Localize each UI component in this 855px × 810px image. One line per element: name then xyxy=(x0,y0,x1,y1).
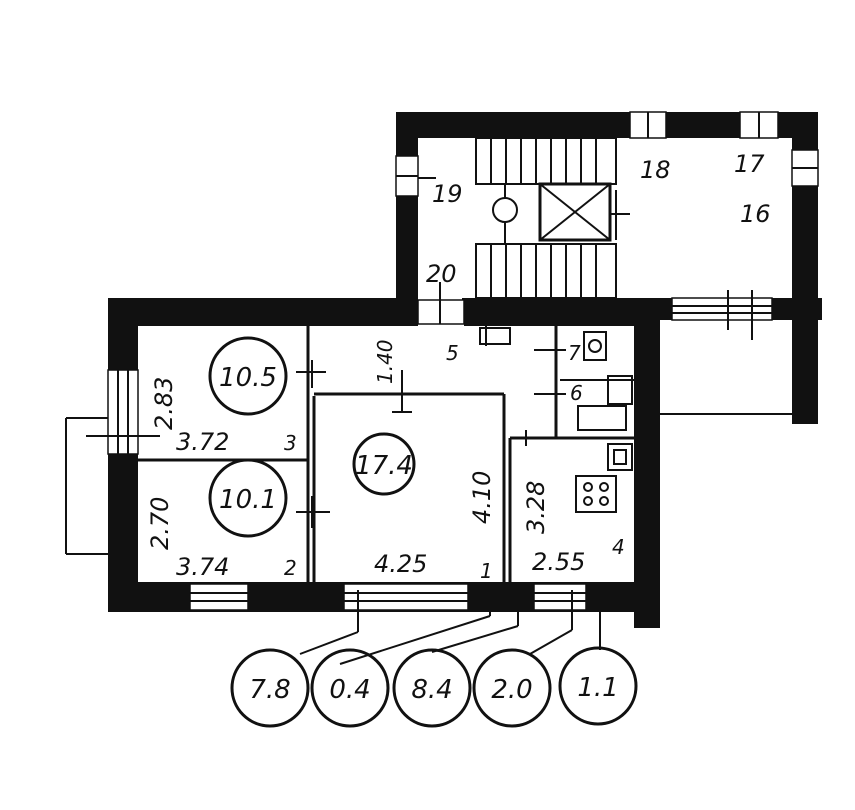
dim-left-bottom-height: 2.70 xyxy=(146,497,174,550)
dim-kitchen-width: 2.55 xyxy=(532,548,585,576)
dim-left-top-width: 3.72 xyxy=(176,428,229,456)
bottom-circle-1: 7.8 xyxy=(230,648,310,728)
bottom-window-2 xyxy=(343,583,469,611)
svg-text:10.5: 10.5 xyxy=(219,363,277,393)
dim-corridor-width: 1.40 xyxy=(373,339,397,384)
dim-center-width: 4.25 xyxy=(374,550,427,578)
stove-fixture xyxy=(575,475,617,513)
label-16: 16 xyxy=(740,200,771,228)
label-5: 5 xyxy=(446,341,459,365)
svg-text:7.8: 7.8 xyxy=(249,675,290,705)
label-2: 2 xyxy=(284,556,297,580)
dim-left-top-height: 2.83 xyxy=(150,377,178,430)
svg-text:1.1: 1.1 xyxy=(577,673,618,703)
label-20: 20 xyxy=(426,260,457,288)
dim-left-bottom-width: 3.74 xyxy=(176,553,229,581)
room-area-10-5: 10.5 xyxy=(208,336,288,416)
label-6: 6 xyxy=(570,381,583,405)
stair-wall-left xyxy=(396,112,418,302)
label-17: 17 xyxy=(734,150,765,178)
room-area-10-1: 10.1 xyxy=(208,458,288,538)
svg-text:0.4: 0.4 xyxy=(329,675,370,705)
svg-text:2.0: 2.0 xyxy=(491,675,532,705)
svg-text:8.4: 8.4 xyxy=(411,675,452,705)
bottom-window-3 xyxy=(533,583,587,611)
apt-wall-top-left xyxy=(108,298,418,326)
stair-flight-upper xyxy=(475,137,617,185)
apt-wall-left xyxy=(108,298,138,612)
label-19: 19 xyxy=(432,180,463,208)
stair-well-circle xyxy=(492,197,518,223)
svg-text:10.1: 10.1 xyxy=(219,485,277,515)
bath-fixture xyxy=(577,375,633,431)
apt-wall-right xyxy=(634,298,660,628)
entry-meter xyxy=(479,326,511,346)
stair-flight-lower xyxy=(475,243,617,299)
apt-wall-top-right xyxy=(464,298,660,326)
leader-lines xyxy=(299,590,601,665)
elevator-shaft xyxy=(538,182,630,242)
dim-kitchen-height: 3.28 xyxy=(522,481,550,534)
label-4: 4 xyxy=(612,535,625,559)
room-area-17-4: 17.4 xyxy=(352,432,416,496)
bottom-circle-3: 8.4 xyxy=(392,648,472,728)
label-7: 7 xyxy=(568,341,581,365)
balcony xyxy=(65,417,108,555)
stair-exit-window xyxy=(671,290,773,340)
left-balcony-window xyxy=(86,369,160,455)
svg-text:17.4: 17.4 xyxy=(355,451,413,481)
label-18: 18 xyxy=(640,156,671,184)
bottom-circle-5: 1.1 xyxy=(558,646,638,726)
wc-fixture xyxy=(583,331,607,361)
label-1: 1 xyxy=(480,559,493,583)
bottom-circle-4: 2.0 xyxy=(472,648,552,728)
dim-center-height: 4.10 xyxy=(468,471,496,524)
label-3: 3 xyxy=(284,431,297,455)
bottom-circle-2: 0.4 xyxy=(310,648,390,728)
sink-fixture xyxy=(607,443,633,471)
bottom-window-1 xyxy=(189,583,249,611)
